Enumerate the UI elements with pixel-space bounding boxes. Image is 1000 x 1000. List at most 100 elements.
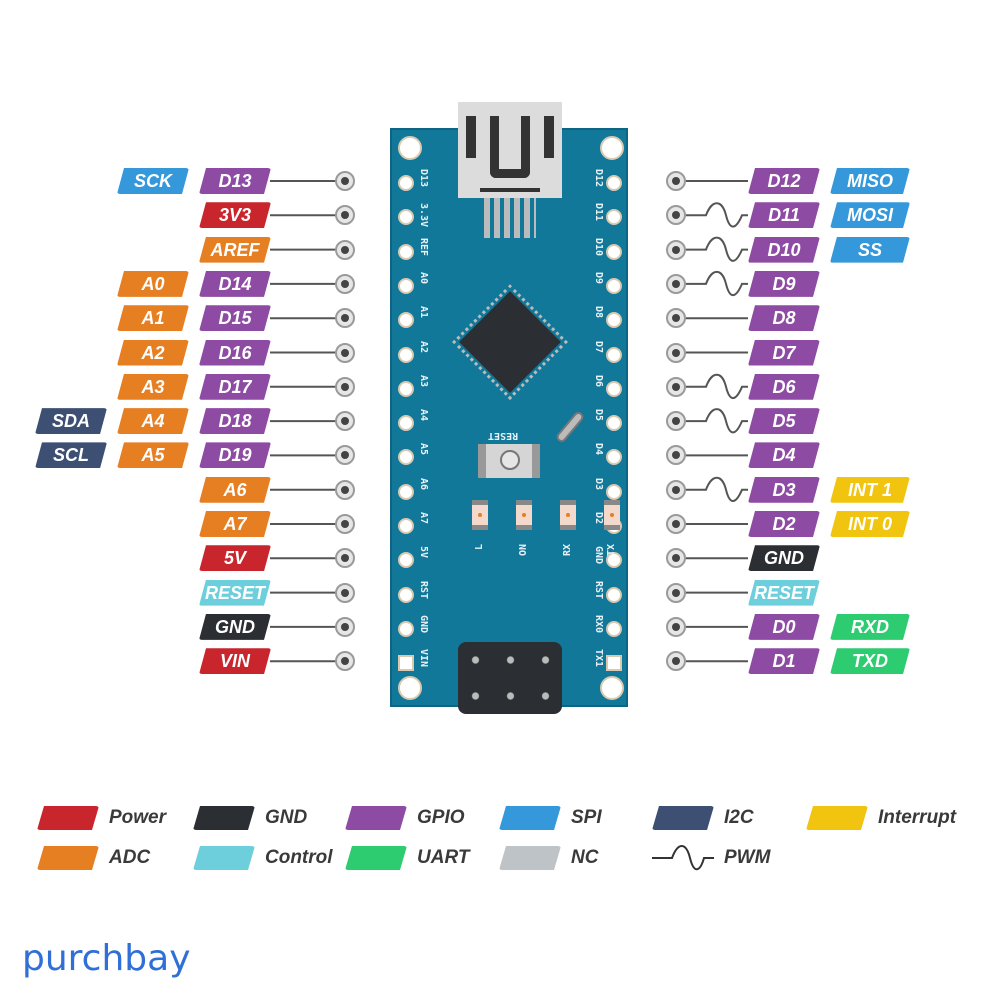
board-pin-label: REF <box>418 237 429 256</box>
header-hole <box>398 175 414 191</box>
board-pin-label: RX0 <box>593 614 604 633</box>
legend-swatch-gnd <box>193 806 255 830</box>
header-hole <box>398 586 414 603</box>
pin-label-ss: SS <box>830 237 910 263</box>
header-hole <box>398 209 414 226</box>
legend-label-pwm: PWM <box>724 847 771 868</box>
header-hole <box>398 483 414 500</box>
header-hole <box>398 380 414 397</box>
pin-connector <box>335 479 355 500</box>
brand-logo: purchbay <box>22 938 191 979</box>
pin-connector <box>666 445 686 466</box>
board-pin-label: D9 <box>593 271 604 284</box>
header-hole <box>606 175 622 191</box>
header-hole <box>606 655 622 672</box>
pin-connector <box>335 273 355 294</box>
board-pin-label: TX1 <box>593 649 604 668</box>
legend-label-nc: NC <box>571 847 599 868</box>
pin-label-mosi: MOSI <box>830 202 910 228</box>
board-pin-label: D10 <box>593 237 604 256</box>
pin-label-vin: VIN <box>199 648 271 674</box>
board-pin-label: RST <box>593 580 604 599</box>
legend-label-control: Control <box>265 847 333 868</box>
board-pin-label: A6 <box>418 477 429 490</box>
legend-label-gpio: GPIO <box>417 807 465 828</box>
pin-connector <box>666 171 686 191</box>
pin-label-int-0: INT 0 <box>830 511 910 537</box>
pin-connector <box>666 616 686 637</box>
board-pin-label: 3.3V <box>418 203 429 228</box>
led-l <box>472 500 488 530</box>
board-pin-label: D8 <box>593 306 604 319</box>
header-hole <box>606 346 622 363</box>
usb-connector <box>458 102 562 198</box>
header-hole <box>398 518 414 534</box>
pin-label-rxd: RXD <box>830 614 910 640</box>
legend-swatch-i2c <box>652 806 714 830</box>
pin-label-aref: AREF <box>199 237 271 263</box>
pin-connector <box>335 514 355 534</box>
board-pin-label: A3 <box>418 374 429 387</box>
led-label: L <box>474 544 485 551</box>
pin-label-miso: MISO <box>830 168 910 194</box>
pin-connector <box>335 411 355 432</box>
pwm-line <box>686 476 748 502</box>
legend-swatch-power <box>37 806 99 830</box>
pin-connector <box>666 651 686 672</box>
pin-connector <box>666 342 686 363</box>
pin-connector <box>666 479 686 500</box>
header-hole <box>398 415 414 432</box>
pin-connector <box>335 445 355 466</box>
header-hole <box>398 655 414 672</box>
board-pin-label: A7 <box>418 512 429 525</box>
pin-label-d6: D6 <box>748 374 820 400</box>
pin-label-scl: SCL <box>35 442 107 468</box>
pin-label-d12: D12 <box>748 168 820 194</box>
legend-swatch-adc <box>37 846 99 870</box>
reset-button[interactable] <box>478 444 540 478</box>
pin-label-d13: D13 <box>199 168 271 194</box>
pwm-line <box>686 373 748 400</box>
pin-label-d19: D19 <box>199 442 271 468</box>
pin-label-a7: A7 <box>199 511 271 537</box>
pin-label-a4: A4 <box>117 408 189 434</box>
header-hole <box>398 312 414 329</box>
pin-connector <box>335 342 355 363</box>
board-pin-label: A1 <box>418 306 429 319</box>
pin-label-d8: D8 <box>748 305 820 331</box>
usb-pads <box>484 198 536 238</box>
led-label: RX <box>562 544 573 557</box>
pin-connector <box>666 582 686 603</box>
board-pin-label: D11 <box>593 203 604 222</box>
board-pin-label: D6 <box>593 374 604 387</box>
icsp-header <box>458 642 562 714</box>
pin-connector <box>666 273 686 294</box>
pin-label-a6: A6 <box>199 477 271 503</box>
pin-connector <box>335 239 355 260</box>
led-rx <box>560 500 576 530</box>
header-hole <box>398 277 414 294</box>
led-label: TX <box>606 544 617 557</box>
pin-label-reset: RESET <box>199 580 271 606</box>
mounting-hole <box>600 136 624 160</box>
header-hole <box>606 620 622 637</box>
pin-label-3v3: 3V3 <box>199 202 271 228</box>
pin-label-txd: TXD <box>830 648 910 674</box>
pin-connector <box>666 308 686 329</box>
pin-connector <box>335 582 355 603</box>
pin-label-d18: D18 <box>199 408 271 434</box>
header-hole <box>606 449 622 466</box>
pin-label-a1: A1 <box>117 305 189 331</box>
board-pin-label: A4 <box>418 409 429 422</box>
pin-label-d15: D15 <box>199 305 271 331</box>
pin-label-d2: D2 <box>748 511 820 537</box>
pin-label-d1: D1 <box>748 648 820 674</box>
legend-label-power: Power <box>109 807 167 828</box>
board-pin-label: A5 <box>418 443 429 456</box>
header-hole <box>606 415 622 432</box>
legend-swatch-spi <box>499 806 561 830</box>
header-hole <box>398 552 414 569</box>
header-hole <box>606 586 622 603</box>
pin-label-gnd: GND <box>748 545 820 571</box>
